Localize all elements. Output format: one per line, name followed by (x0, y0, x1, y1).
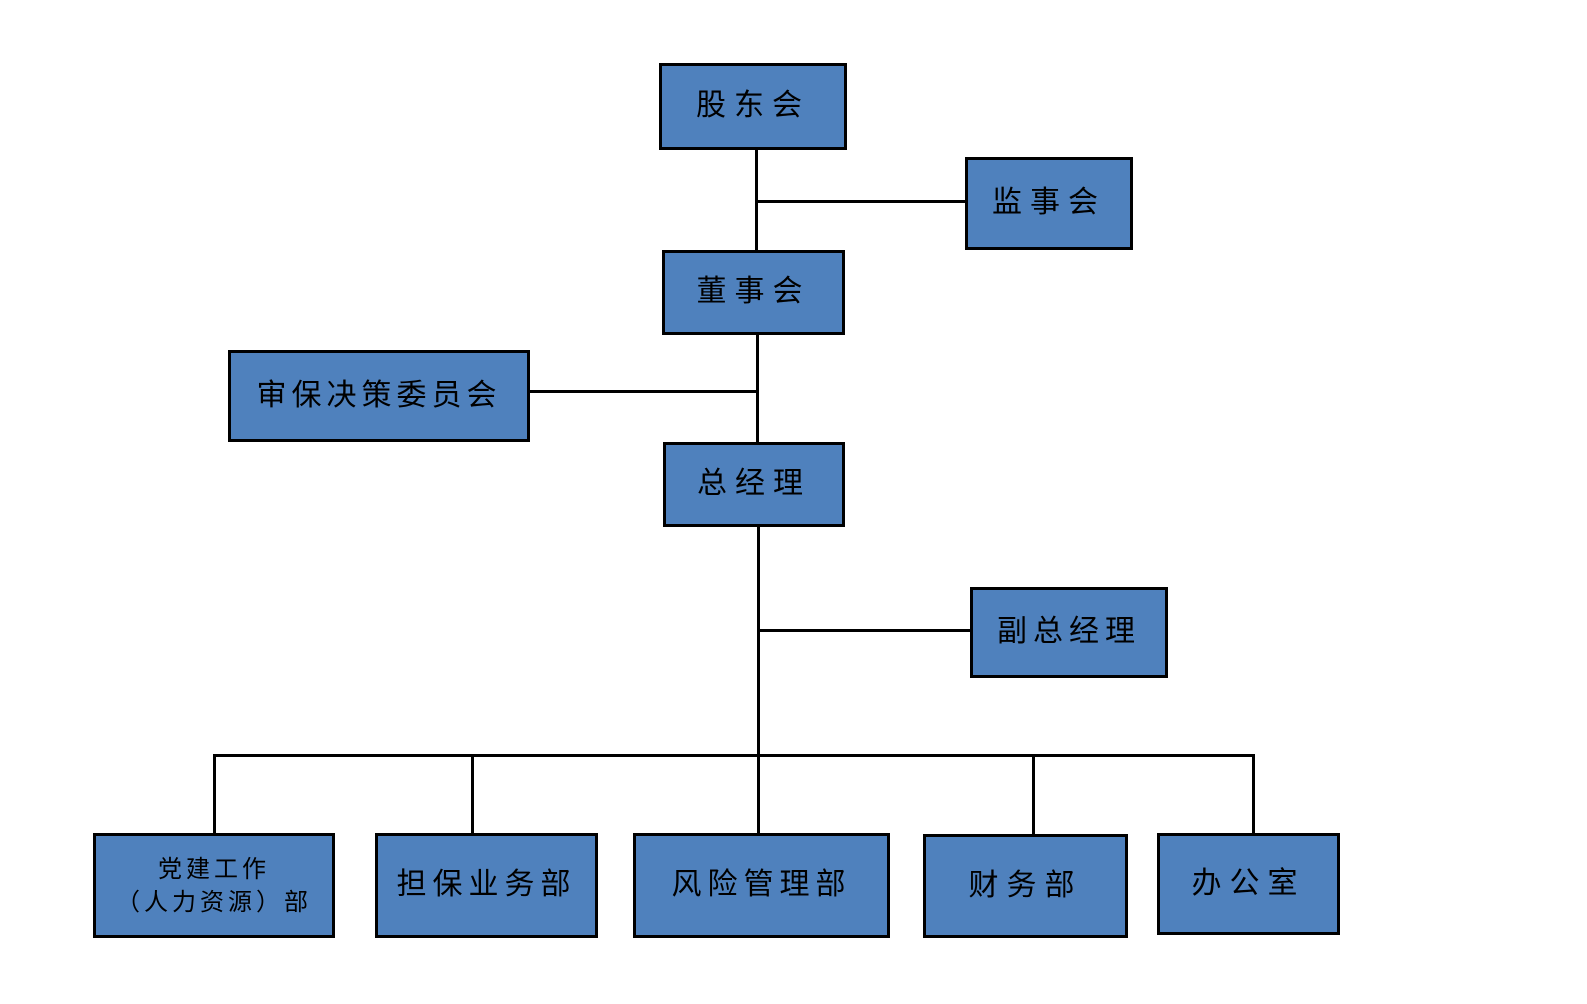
connector-drop-office (1252, 754, 1255, 833)
connector-committee-branch (530, 390, 758, 393)
connector-drop-guarantee-business (471, 754, 474, 833)
node-deputy-general-manager-label: 副总经理 (997, 614, 1141, 650)
node-finance-dept: 财务部 (923, 834, 1128, 938)
node-general-manager-label: 总经理 (697, 466, 811, 502)
connector-branch-supervisory (755, 200, 965, 203)
node-risk-management-dept: 风险管理部 (633, 833, 890, 938)
node-board-of-directors: 董事会 (662, 250, 845, 335)
connector-bottom-trunk (214, 754, 1255, 757)
connector-drop-finance (1032, 754, 1035, 834)
node-office: 办公室 (1157, 833, 1340, 935)
node-risk-management-label: 风险管理部 (671, 867, 852, 903)
node-supervisory-label: 监事会 (992, 185, 1106, 221)
connector-drop-party-hr (213, 754, 216, 833)
node-shareholders-meeting: 股东会 (659, 63, 847, 150)
node-supervisory-board: 监事会 (965, 157, 1133, 250)
node-general-manager: 总经理 (663, 442, 845, 527)
node-deputy-general-manager: 副总经理 (970, 587, 1168, 678)
node-party-hr-label-line1: 党建工作 (158, 855, 270, 884)
node-guarantee-business-dept: 担保业务部 (375, 833, 598, 938)
connector-board-general-manager (756, 335, 759, 442)
node-guarantee-review-committee: 审保决策委员会 (228, 350, 530, 442)
connector-general-manager-trunk (757, 527, 760, 833)
node-guarantee-business-label: 担保业务部 (396, 867, 577, 903)
node-board-label: 董事会 (696, 274, 811, 310)
connector-branch-deputy-gm (757, 629, 970, 632)
node-finance-label: 财务部 (968, 867, 1083, 903)
node-party-building-hr-dept: 党建工作 （人力资源）部 (93, 833, 335, 938)
node-committee-label: 审保决策委员会 (256, 377, 502, 413)
node-office-label: 办公室 (1191, 865, 1306, 901)
node-shareholders-label: 股东会 (696, 88, 810, 124)
node-party-hr-label-line2: （人力资源）部 (116, 887, 312, 916)
